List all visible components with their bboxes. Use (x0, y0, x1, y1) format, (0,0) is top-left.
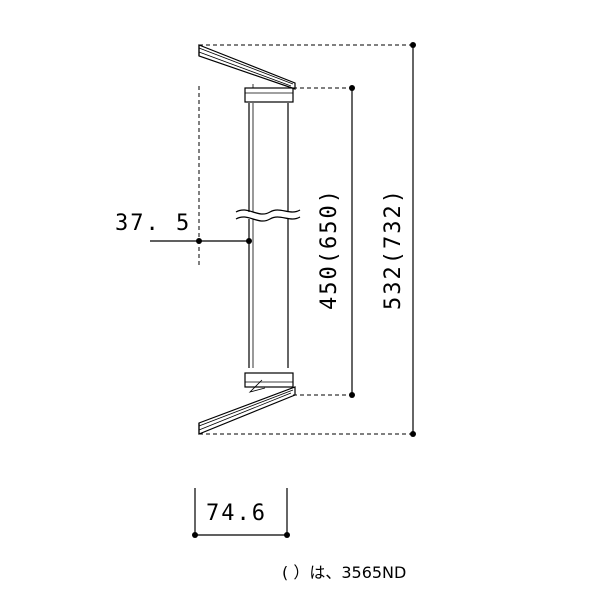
offset-dimension-label: 37. 5 (115, 211, 191, 236)
pitch-dimension-label: 450(650) (317, 188, 342, 310)
width-dimension-label: 74.6 (206, 501, 267, 526)
overall-dimension (410, 42, 416, 437)
top-bracket (198, 44, 296, 103)
pitch-dimension (349, 85, 355, 398)
handle-pipe (248, 103, 289, 368)
width-dimension (192, 488, 290, 538)
extension-lines (198, 44, 413, 435)
bottom-bracket (198, 372, 296, 435)
model-note: ( ）は、3565ND (282, 563, 406, 582)
overall-dimension-label: 532(732) (381, 188, 406, 310)
offset-dimension (150, 238, 252, 244)
break-mark (235, 209, 301, 222)
